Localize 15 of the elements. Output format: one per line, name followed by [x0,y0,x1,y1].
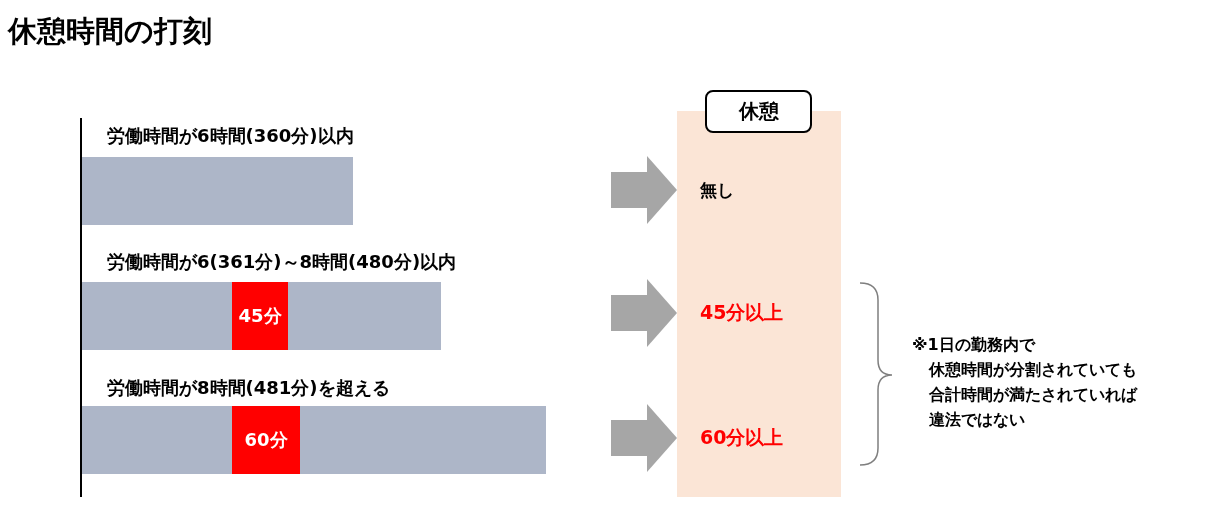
note-text: ※1日の勤務内で [912,334,1037,356]
block-arrow [611,279,677,347]
break-segment: 60分 [232,406,300,474]
row-label: 労働時間が6時間(360分)以内 [107,124,354,148]
break-result: 45分以上 [677,300,841,326]
note-text: 休憩時間が分割されていても合計時間が満たされていれば違法ではない [929,359,1139,431]
break-result: 60分以上 [677,425,841,451]
page-title: 休憩時間の打刻 [8,13,212,50]
column-header: 休憩 [705,90,812,133]
break-result: 無し [677,177,841,203]
block-arrow [611,404,677,472]
block-arrow [611,156,677,224]
break-segment: 45分 [232,282,288,350]
row-label: 労働時間が8時間(481分)を超える [107,376,390,400]
row-label: 労働時間が6(361分)～8時間(480分)以内 [107,250,457,274]
